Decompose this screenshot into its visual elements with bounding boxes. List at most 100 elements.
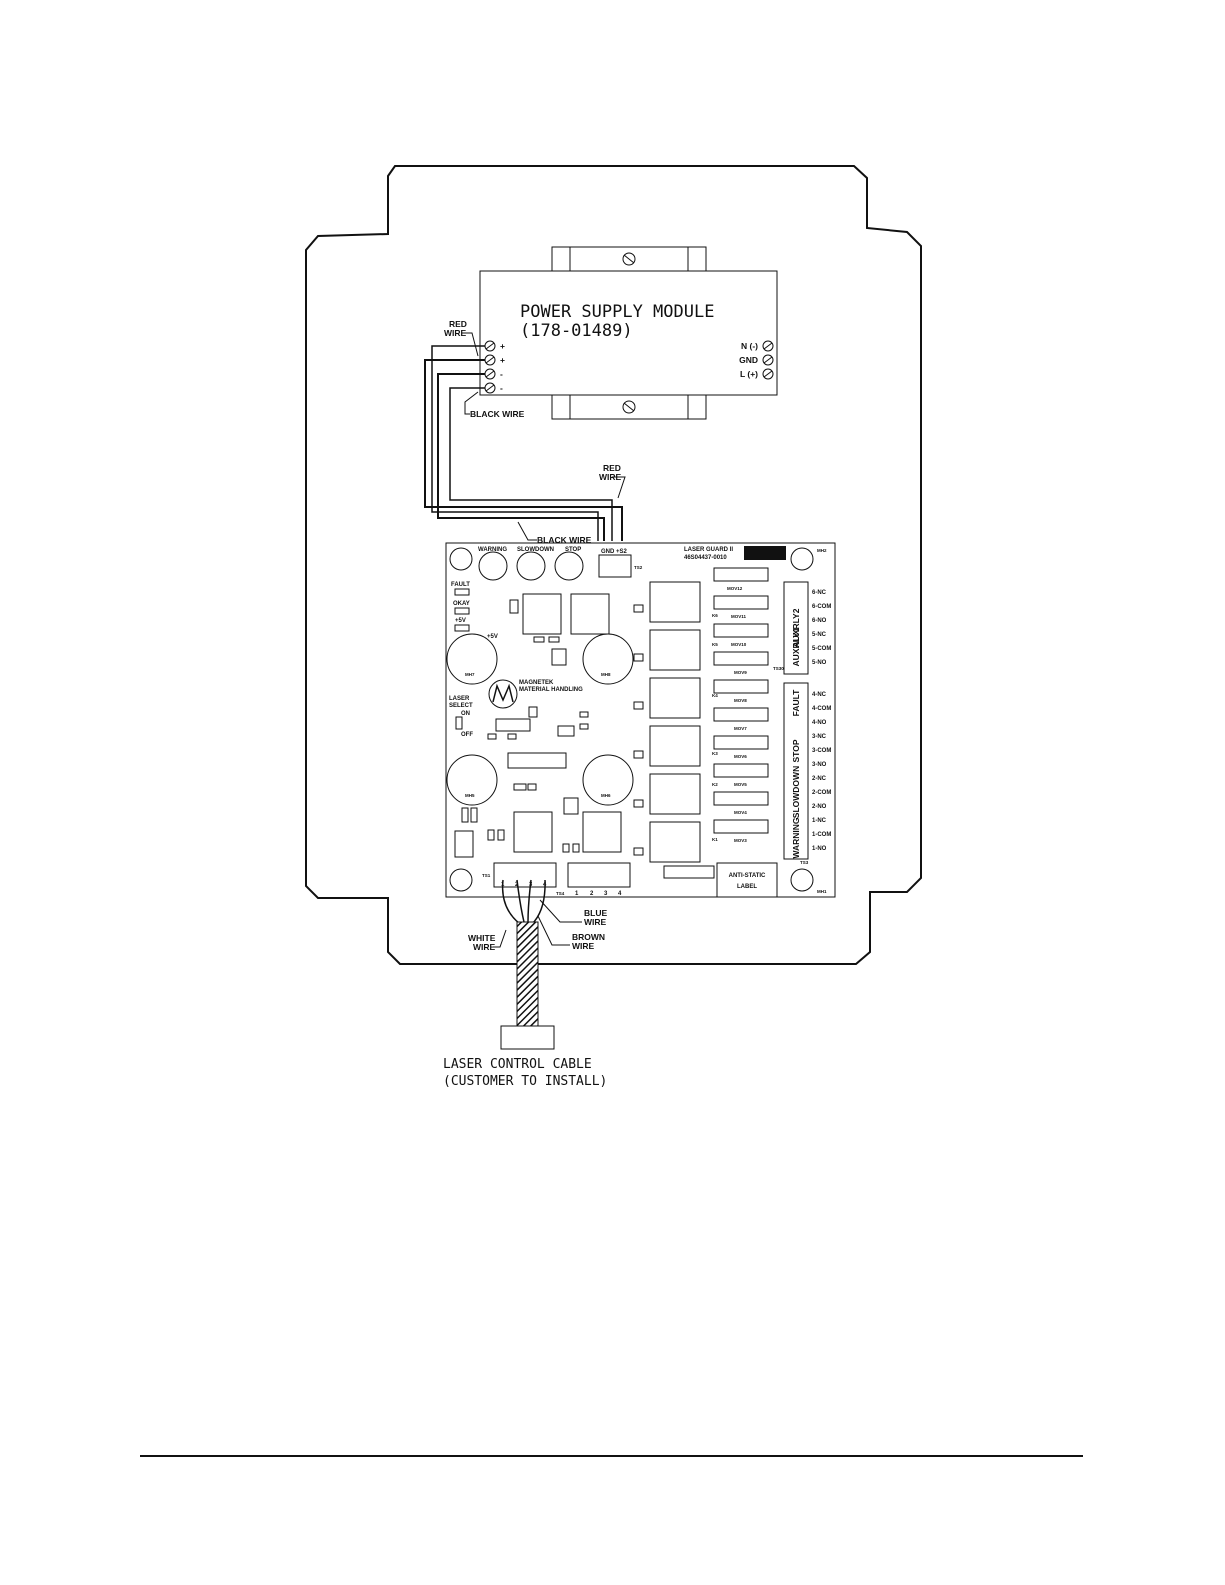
svg-text:4-COM: 4-COM (812, 706, 831, 712)
svg-text:K6: K6 (712, 613, 718, 618)
aux-terminal-strip (783, 581, 809, 675)
psu-terminal-label: GND (739, 355, 758, 365)
psu-terminal-label: - (500, 369, 503, 379)
laser-select-label: LASER (449, 696, 470, 702)
black-wire-label: BLACK WIRE (470, 409, 525, 419)
terminal-screw-icon (762, 340, 774, 352)
svg-text:MOV5: MOV5 (734, 782, 747, 787)
led-label-slowdown: SLOWDOWN (517, 547, 554, 553)
mh-label: MH5 (465, 793, 475, 798)
red-wire (424, 359, 623, 541)
svg-text:4-NC: 4-NC (812, 692, 827, 698)
ts-label: TS30 (773, 666, 784, 671)
red-wire-label: RED (603, 463, 621, 473)
svg-text:MOV6: MOV6 (734, 754, 747, 759)
relay-k1 (649, 821, 701, 863)
leader-line (462, 332, 479, 357)
svg-text:MOV10: MOV10 (731, 642, 747, 647)
cable-connector (500, 1025, 555, 1050)
svg-text:5-COM: 5-COM (812, 646, 831, 652)
white-wire (501, 879, 521, 925)
ts2-label-gnd: GND (601, 549, 615, 555)
svg-text:1-NO: 1-NO (812, 846, 827, 852)
svg-text:4: 4 (618, 891, 622, 897)
led-stop-icon (554, 551, 584, 581)
power-supply-part-number: (178-01489) (520, 321, 633, 341)
red-wire (449, 387, 613, 541)
led-slowdown-icon (516, 551, 546, 581)
relay-k4 (649, 677, 701, 719)
svg-text:K3: K3 (712, 751, 718, 756)
svg-text:3: 3 (604, 891, 608, 897)
psu-terminal-label: N (-) (741, 341, 758, 351)
terminal-screw-icon (484, 340, 496, 352)
svg-text:K1: K1 (712, 837, 718, 842)
cable-label-line2: (CUSTOMER TO INSTALL) (443, 1074, 607, 1089)
large-hole-icon (446, 754, 498, 806)
laser-on-label: ON (461, 711, 470, 717)
logo-text: MATERIAL HANDLING (519, 687, 583, 693)
magnetek-logo-icon (488, 679, 518, 709)
red-wire-label: WIRE (444, 328, 467, 338)
red-wire-label: WIRE (599, 472, 622, 482)
enclosure-outline (305, 165, 922, 965)
ts2-terminal-block (598, 554, 632, 578)
vertical-label-warning: WARNING (791, 817, 801, 858)
svg-text:K5: K5 (712, 642, 718, 647)
psu-left-terminals: + + - - (484, 340, 505, 394)
leader-line (539, 899, 582, 923)
terminal-screw-icon (762, 354, 774, 366)
svg-text:6-NC: 6-NC (812, 590, 827, 596)
mh-label: MH2 (817, 548, 827, 553)
board-model: LASER GUARD II (684, 547, 733, 553)
component-icon (454, 607, 470, 615)
vertical-label-auxrly2: AUXRLY2 (791, 608, 801, 647)
svg-text:MOV4: MOV4 (734, 810, 747, 815)
brown-wire-label: WIRE (572, 941, 595, 951)
laser-select-switch (455, 716, 463, 730)
svg-text:MOV8: MOV8 (734, 698, 747, 703)
black-wire (431, 345, 599, 541)
svg-text:6-NO: 6-NO (812, 618, 827, 624)
psu-terminal-label: L (+) (740, 369, 758, 379)
svg-text:3-NO: 3-NO (812, 762, 827, 768)
vertical-label-slowdown: SLOWDOWN (791, 766, 801, 818)
power-supply-module (479, 270, 778, 396)
vertical-label-auxrly1: AUXRLY1 (791, 627, 801, 666)
svg-text:1-NC: 1-NC (812, 818, 827, 824)
fault-label: FAULT (451, 582, 470, 588)
leader-line (612, 476, 626, 499)
terminal-screw-icon (484, 382, 496, 394)
ts-label: TS4 (556, 891, 565, 896)
mov-components: MOV12 MOV11 MOV10 MOV9 MOV8 MOV7 MOV6 MO… (663, 567, 769, 879)
svg-text:5-NO: 5-NO (812, 660, 827, 666)
laser-select-label: SELECT (449, 703, 473, 709)
leader-line (537, 915, 570, 946)
red-wire-label: RED (449, 319, 467, 329)
ts-label: TS3 (800, 860, 809, 865)
psu-terminal-label: + (500, 355, 505, 365)
svg-text:K2: K2 (712, 782, 718, 787)
mh-label: MH1 (817, 889, 827, 894)
anti-static-label-box (716, 862, 778, 898)
blue-wire-label: BLUE (584, 908, 607, 918)
relay-terminal-strip (783, 682, 809, 860)
psu-terminal-label: + (500, 341, 505, 351)
logo-text: MAGNETEK (519, 680, 554, 686)
okay-label: OKAY (453, 601, 470, 607)
svg-text:MOV11: MOV11 (731, 614, 747, 619)
svg-text:MOV7: MOV7 (734, 726, 747, 731)
blue-wire-label: WIRE (584, 917, 607, 927)
led-warning-icon (478, 551, 508, 581)
mounting-hole-icon (449, 547, 473, 571)
svg-text:3-NC: 3-NC (812, 734, 827, 740)
indicator-leds (478, 551, 584, 581)
black-wire-label: BLACK WIRE (537, 535, 592, 545)
svg-text:6-COM: 6-COM (812, 604, 831, 610)
psu-right-terminals: N (-) GND L (+) (739, 340, 774, 380)
leader-line (517, 521, 537, 541)
leader-line (464, 391, 479, 415)
power-supply-title: POWER SUPPLY MODULE (520, 302, 714, 322)
white-wire-label: WHITE (468, 933, 496, 943)
